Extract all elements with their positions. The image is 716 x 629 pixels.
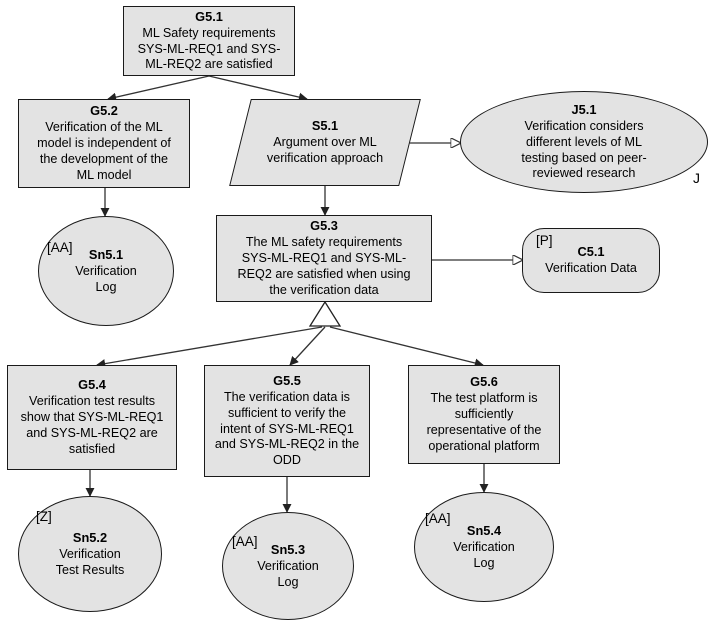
node-g5-1-id: G5.1 [195,8,223,24]
node-g5-2-text: Verification of the ML model is independ… [37,120,171,182]
node-sn5-1[interactable]: Sn5.1 Verification Log [38,216,174,326]
node-sn5-2-id: Sn5.2 [72,529,108,545]
node-c5-1[interactable]: C5.1 Verification Data [522,228,660,293]
node-sn5-2-marker: [Z] [36,509,52,524]
node-sn5-3[interactable]: Sn5.3 Verification Log [222,512,354,620]
node-sn5-3-marker: [AA] [232,534,258,549]
node-j5-1[interactable]: J5.1 Verification considers different le… [460,91,708,193]
node-c5-1-text: Verification Data [545,261,637,276]
node-s5-1-id: S5.1 [311,118,339,134]
node-c5-1-marker: [P] [536,233,553,248]
node-sn5-4[interactable]: Sn5.4 Verification Log [414,492,554,602]
edge-g53-g56 [329,326,484,368]
justification-marker-j: J [693,170,700,186]
node-j5-1-id: J5.1 [571,101,597,117]
node-sn5-1-id: Sn5.1 [88,246,124,262]
node-sn5-3-id: Sn5.3 [270,541,306,557]
node-g5-2[interactable]: G5.2 Verification of the ML model is ind… [18,99,190,188]
edge-g51-g52 [107,75,210,102]
node-sn5-1-text: Verification Log [75,263,137,294]
node-g5-5-id: G5.5 [273,372,301,388]
node-g5-1-text: ML Safety requirements SYS-ML-REQ1 and S… [137,25,281,72]
node-g5-2-id: G5.2 [90,103,118,119]
node-sn5-2[interactable]: Sn5.2 Verification Test Results [18,496,162,612]
edge-g53-g55 [289,326,326,366]
node-g5-5-text: The verification data is sufficient to v… [214,389,360,468]
node-g5-6-text: The test platform is sufficiently repres… [426,391,542,453]
node-sn5-1-marker: [AA] [47,240,73,255]
node-sn5-2-text: Verification Test Results [55,546,125,577]
node-sn5-4-text: Verification Log [453,539,515,570]
node-sn5-4-id: Sn5.4 [466,522,502,538]
multiplicity-triangle-icon [308,300,342,327]
node-sn5-3-text: Verification Log [257,558,319,589]
node-g5-6[interactable]: G5.6 The test platform is sufficiently r… [408,365,560,464]
node-j5-1-text: Verification considers different levels … [521,118,647,181]
node-g5-3-text: The ML safety requirements SYS-ML-REQ1 a… [237,235,411,297]
node-g5-6-id: G5.6 [470,374,498,390]
node-sn5-4-marker: [AA] [425,511,451,526]
node-c5-1-id: C5.1 [577,244,605,260]
node-g5-3[interactable]: G5.3 The ML safety requirements SYS-ML-R… [216,215,432,302]
edge-g53-g54 [96,326,323,369]
node-g5-1[interactable]: G5.1 ML Safety requirements SYS-ML-REQ1 … [123,6,295,76]
node-g5-3-id: G5.3 [310,218,338,234]
node-s5-1[interactable]: S5.1 Argument over ML verification appro… [229,99,421,186]
node-g5-5[interactable]: G5.5 The verification data is sufficient… [204,365,370,477]
node-g5-4-text: Verification test results show that SYS-… [20,394,164,456]
node-s5-1-text: Argument over ML verification approach [266,135,384,166]
node-g5-4-id: G5.4 [78,377,106,393]
edge-g51-s51 [208,75,308,102]
node-g5-4[interactable]: G5.4 Verification test results show that… [7,365,177,470]
